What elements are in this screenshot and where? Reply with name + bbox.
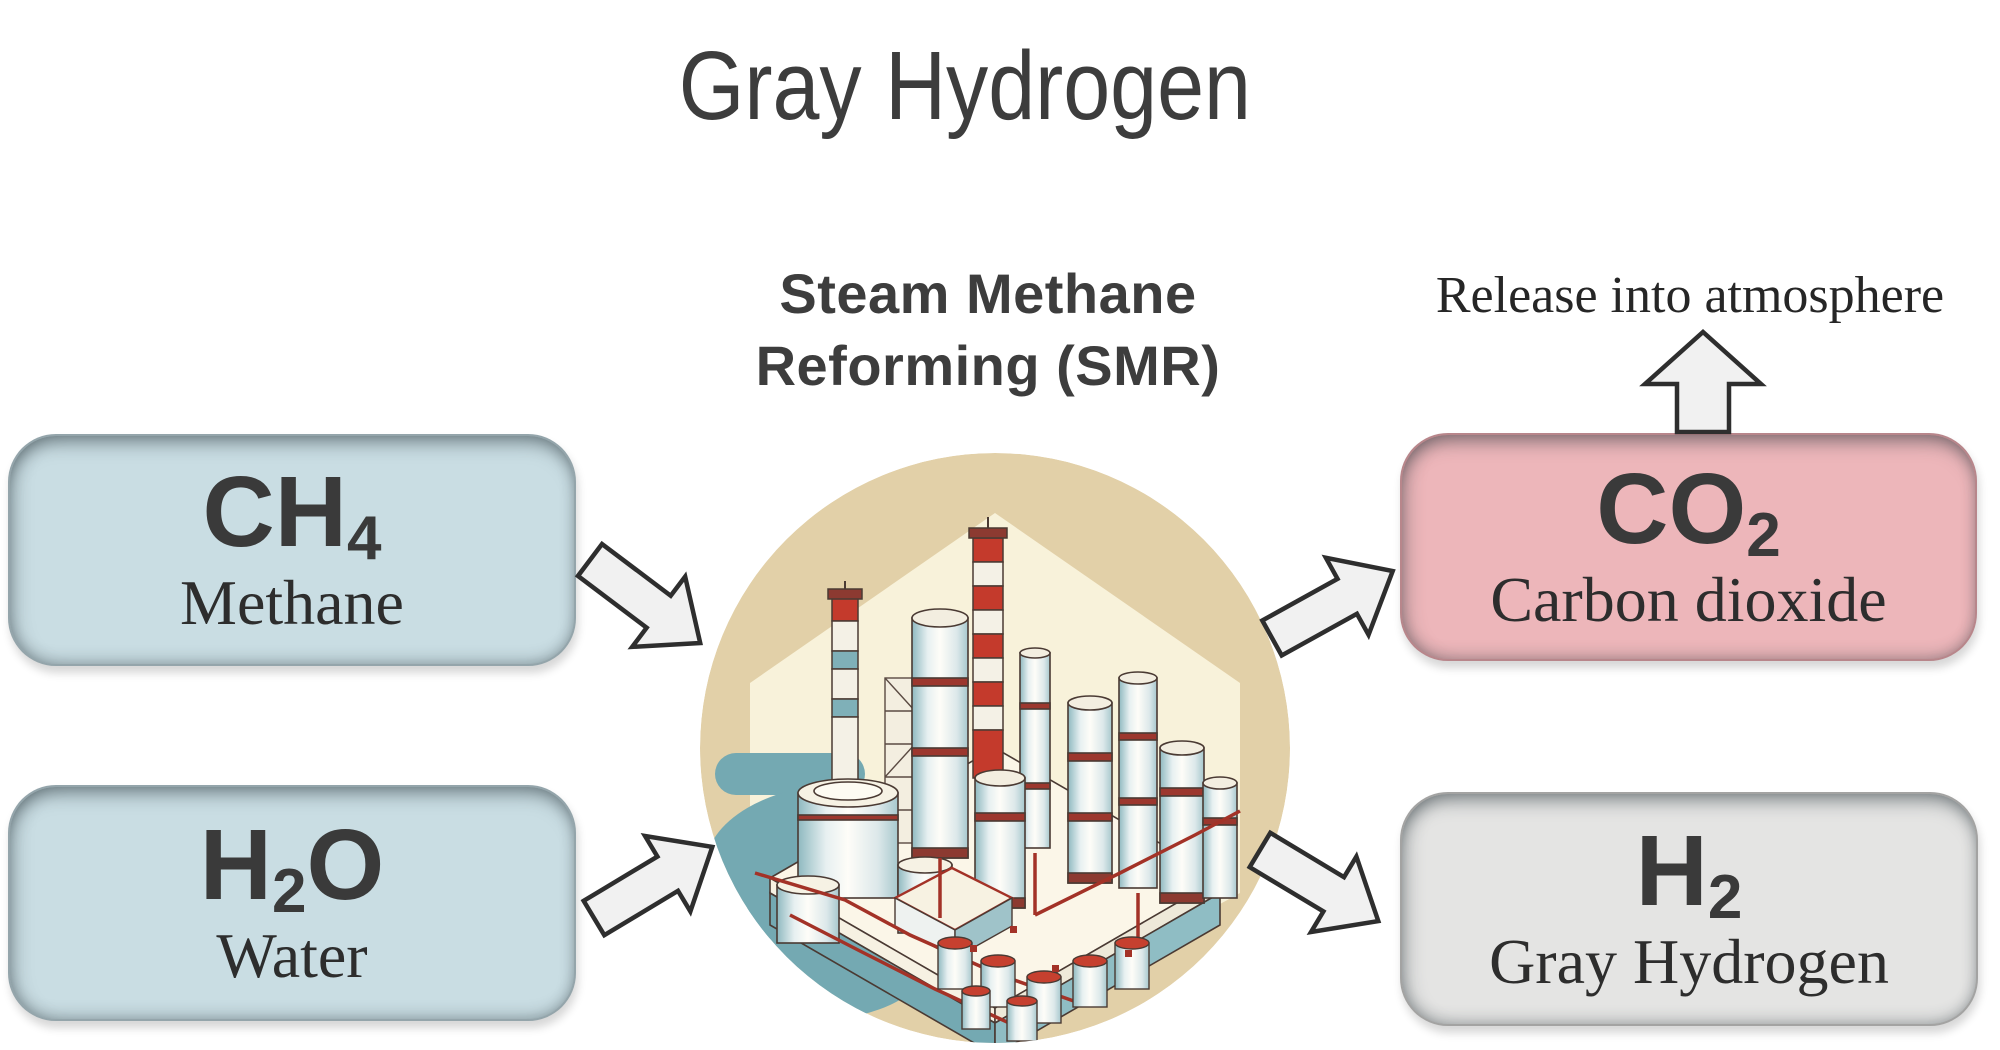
formula-h2o: H2O (199, 808, 385, 927)
formula-subscript: 4 (346, 504, 382, 574)
formula-co2: CO2 (1596, 452, 1781, 571)
page-title-text: Gray Hydrogen (678, 31, 1252, 140)
formula-ch4: CH4 (202, 455, 382, 574)
chimney-left (827, 581, 863, 789)
page-title: Gray Hydrogen (0, 30, 1930, 142)
process-label-line2: Reforming (SMR) (755, 334, 1221, 397)
chimney-striped (968, 517, 1008, 779)
box-name-methane: Methane (180, 566, 404, 638)
process-label-line1: Steam Methane (779, 262, 1197, 325)
box-name-water: Water (216, 919, 368, 991)
box-name-gray-hydrogen: Gray Hydrogen (1489, 925, 1889, 997)
smr-plant-illustration (700, 453, 1290, 1043)
release-label: Release into atmosphere (1435, 267, 1945, 324)
input-box-methane: CH4 Methane (8, 434, 576, 666)
formula-subscript: 2 (1746, 501, 1781, 571)
output-box-carbon-dioxide: CO2 Carbon dioxide (1400, 433, 1977, 661)
box-name-carbon-dioxide: Carbon dioxide (1490, 563, 1887, 635)
formula-h2: H2 (1635, 814, 1743, 933)
input-box-water: H2O Water (8, 785, 576, 1021)
formula-subscript: 2 (271, 857, 307, 927)
formula-subscript: 2 (1707, 863, 1743, 933)
process-label: Steam Methane Reforming (SMR) (688, 258, 1288, 402)
up-block-arrow-icon (1639, 328, 1767, 435)
process-towers (911, 608, 1238, 909)
output-box-gray-hydrogen: H2 Gray Hydrogen (1400, 792, 1978, 1026)
front-drums (937, 936, 1150, 1042)
valves (970, 926, 1132, 972)
